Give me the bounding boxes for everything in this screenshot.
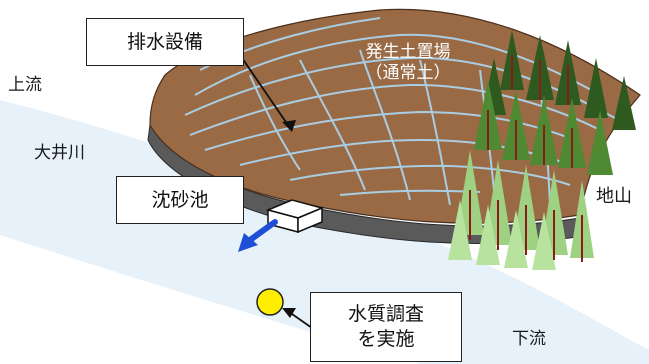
spoil-site-line2: （通常土） xyxy=(365,63,451,84)
sediment-basin-text: 沈砂池 xyxy=(151,188,209,211)
downstream-label: 下流 xyxy=(512,329,546,349)
spoil-site-label: 発生土置場 （通常土） xyxy=(348,42,468,85)
drainage-facility-text: 排水設備 xyxy=(126,30,203,53)
sediment-basin-shape xyxy=(265,199,325,234)
drainage-facility-label: 排水設備 xyxy=(86,18,244,66)
river xyxy=(0,100,649,364)
water-quality-survey-label: 水質調査 を実施 xyxy=(310,292,462,362)
tree-trunks xyxy=(469,55,583,262)
sediment-basin-label: 沈砂池 xyxy=(116,176,244,224)
river-label: 大井川 xyxy=(34,143,85,163)
upstream-label: 上流 xyxy=(8,75,42,95)
survey-text-line2: を実施 xyxy=(357,328,415,350)
survey-text-line1: 水質調査 xyxy=(347,303,424,326)
flow-arrow xyxy=(238,219,278,252)
survey-point-icon xyxy=(256,288,284,316)
mountain-label: 地山 xyxy=(596,186,632,207)
spoil-site-line1: 発生土置場 xyxy=(365,42,451,62)
survey-pointer xyxy=(282,308,313,329)
drainage-pointer xyxy=(239,54,296,132)
